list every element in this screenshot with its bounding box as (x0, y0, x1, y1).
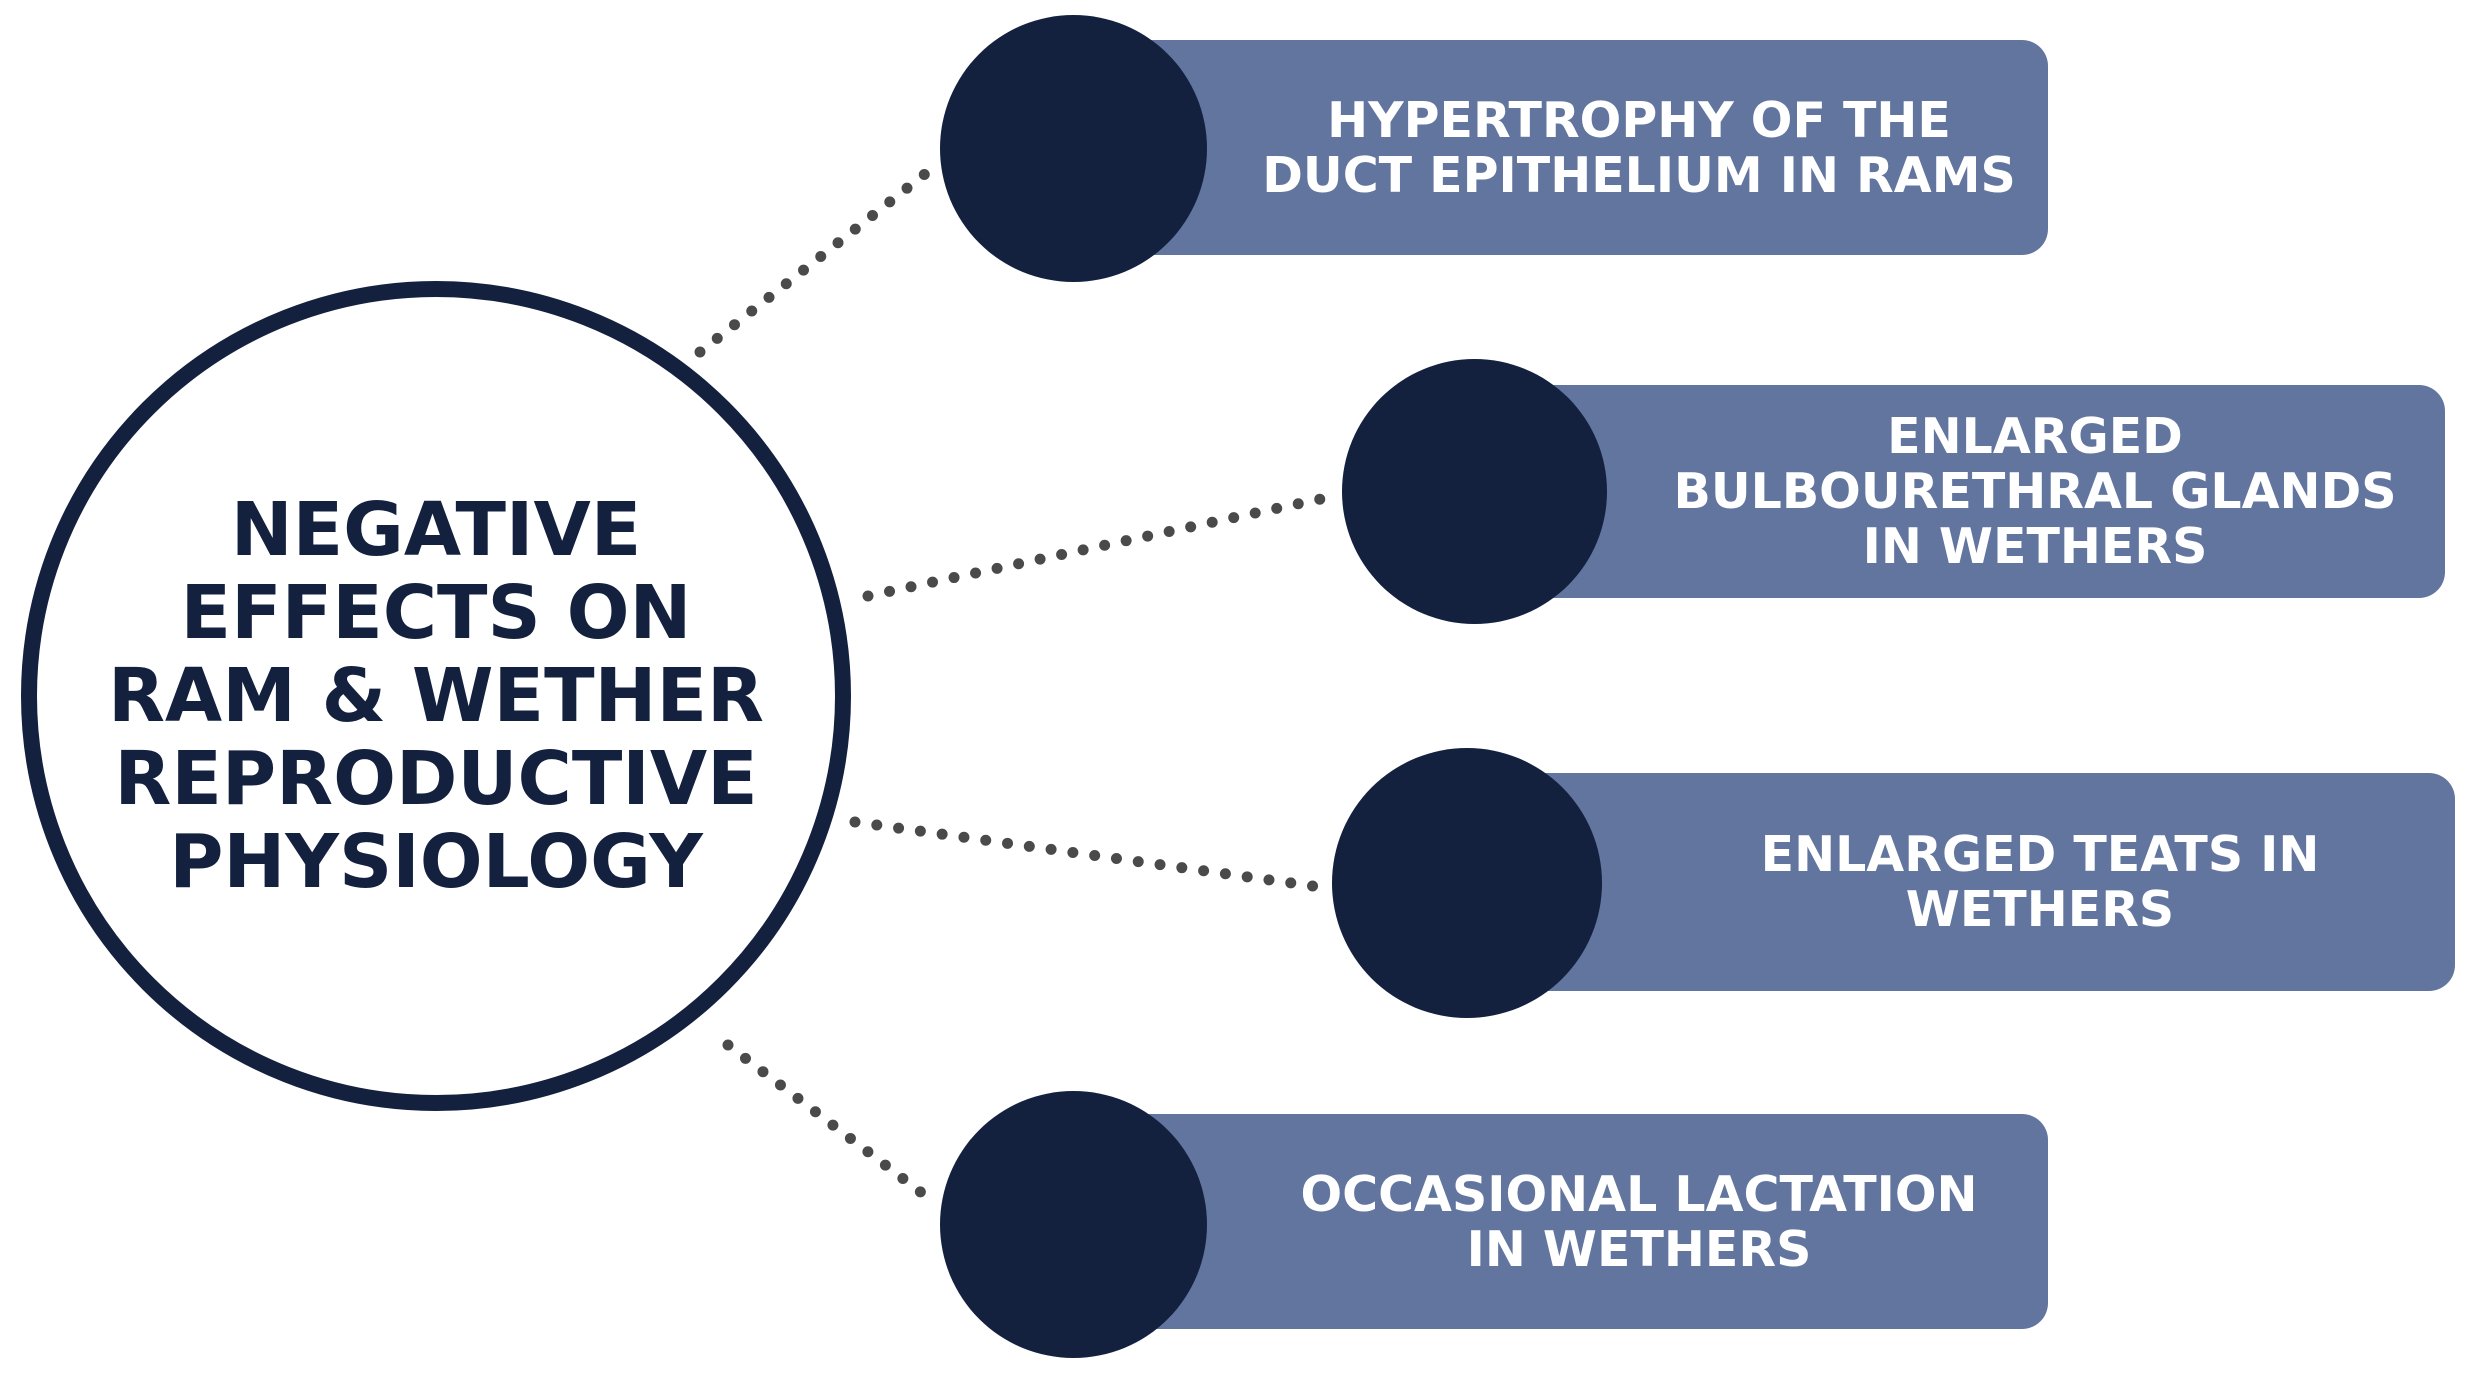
effect-node-3 (1332, 748, 1602, 1018)
effect-node-2 (1342, 359, 1607, 624)
effect-label-3: ENLARGED TEATS IN WETHERS (1760, 826, 2320, 938)
effect-box-1: HYPERTROPHY OF THE DUCT EPITHELIUM IN RA… (1100, 40, 2048, 255)
effect-label-2: ENLARGED BULBOURETHRAL GLANDS IN WETHERS (1673, 408, 2397, 575)
center-circle: NEGATIVE EFFECTS ON RAM & WETHER REPRODU… (21, 281, 851, 1111)
effect-box-3: ENLARGED TEATS IN WETHERS (1505, 773, 2455, 991)
connector-line-4 (722, 1039, 941, 1209)
effect-node-1 (940, 15, 1207, 282)
effect-label-4: OCCASIONAL LACTATION IN WETHERS (1300, 1165, 1978, 1278)
connector-line-1 (694, 164, 936, 358)
effect-node-4 (940, 1091, 1207, 1358)
effect-label-1: HYPERTROPHY OF THE DUCT EPITHELIUM IN RA… (1262, 91, 2016, 204)
center-title: NEGATIVE EFFECTS ON RAM & WETHER REPRODU… (107, 486, 765, 905)
effect-box-2: ENLARGED BULBOURETHRAL GLANDS IN WETHERS (1505, 385, 2445, 598)
effect-box-4: OCCASIONAL LACTATION IN WETHERS (1100, 1114, 2048, 1329)
connector-line-2 (862, 491, 1336, 602)
connector-line-3 (849, 816, 1326, 893)
